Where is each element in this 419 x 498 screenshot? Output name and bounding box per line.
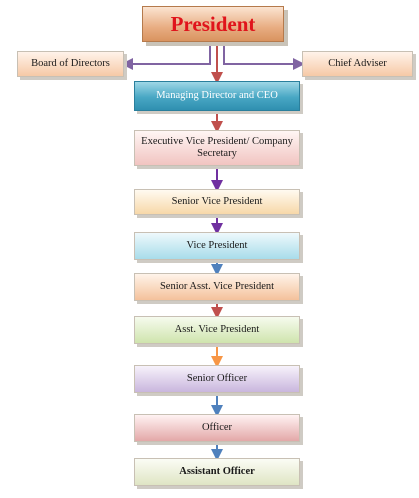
managing-director-box: Managing Director and CEO <box>134 81 300 111</box>
vice-president-label: Vice President <box>186 240 248 251</box>
senior-asst-vice-president-box: Senior Asst. Vice President <box>134 273 300 301</box>
chief-adviser-box: Chief Adviser <box>302 51 413 77</box>
executive-vice-president-label: Executive Vice President/ Company Secret… <box>141 136 293 159</box>
senior-vice-president-label: Senior Vice President <box>171 196 263 207</box>
president-box: President <box>142 6 284 42</box>
connector-president-board <box>121 42 211 70</box>
connector-president-adviser <box>223 42 305 70</box>
president-label: President <box>170 12 256 36</box>
board-of-directors-label: Board of Directors <box>31 58 110 69</box>
vice-president-box: Vice President <box>134 232 300 260</box>
asst-vice-president-box: Asst. Vice President <box>134 316 300 344</box>
officer-box: Officer <box>134 414 300 442</box>
officer-label: Officer <box>201 422 233 433</box>
chief-adviser-label: Chief Adviser <box>328 58 387 69</box>
senior-vice-president-box: Senior Vice President <box>134 189 300 215</box>
assistant-officer-label: Assistant Officer <box>179 466 255 477</box>
board-of-directors-box: Board of Directors <box>17 51 124 77</box>
senior-asst-vice-president-label: Senior Asst. Vice President <box>159 281 275 292</box>
asst-vice-president-label: Asst. Vice President <box>174 324 260 335</box>
assistant-officer-box: Assistant Officer <box>134 458 300 486</box>
executive-vice-president-box: Executive Vice President/ Company Secret… <box>134 130 300 166</box>
senior-officer-box: Senior Officer <box>134 365 300 393</box>
managing-director-label: Managing Director and CEO <box>156 90 278 101</box>
senior-officer-label: Senior Officer <box>186 373 248 384</box>
